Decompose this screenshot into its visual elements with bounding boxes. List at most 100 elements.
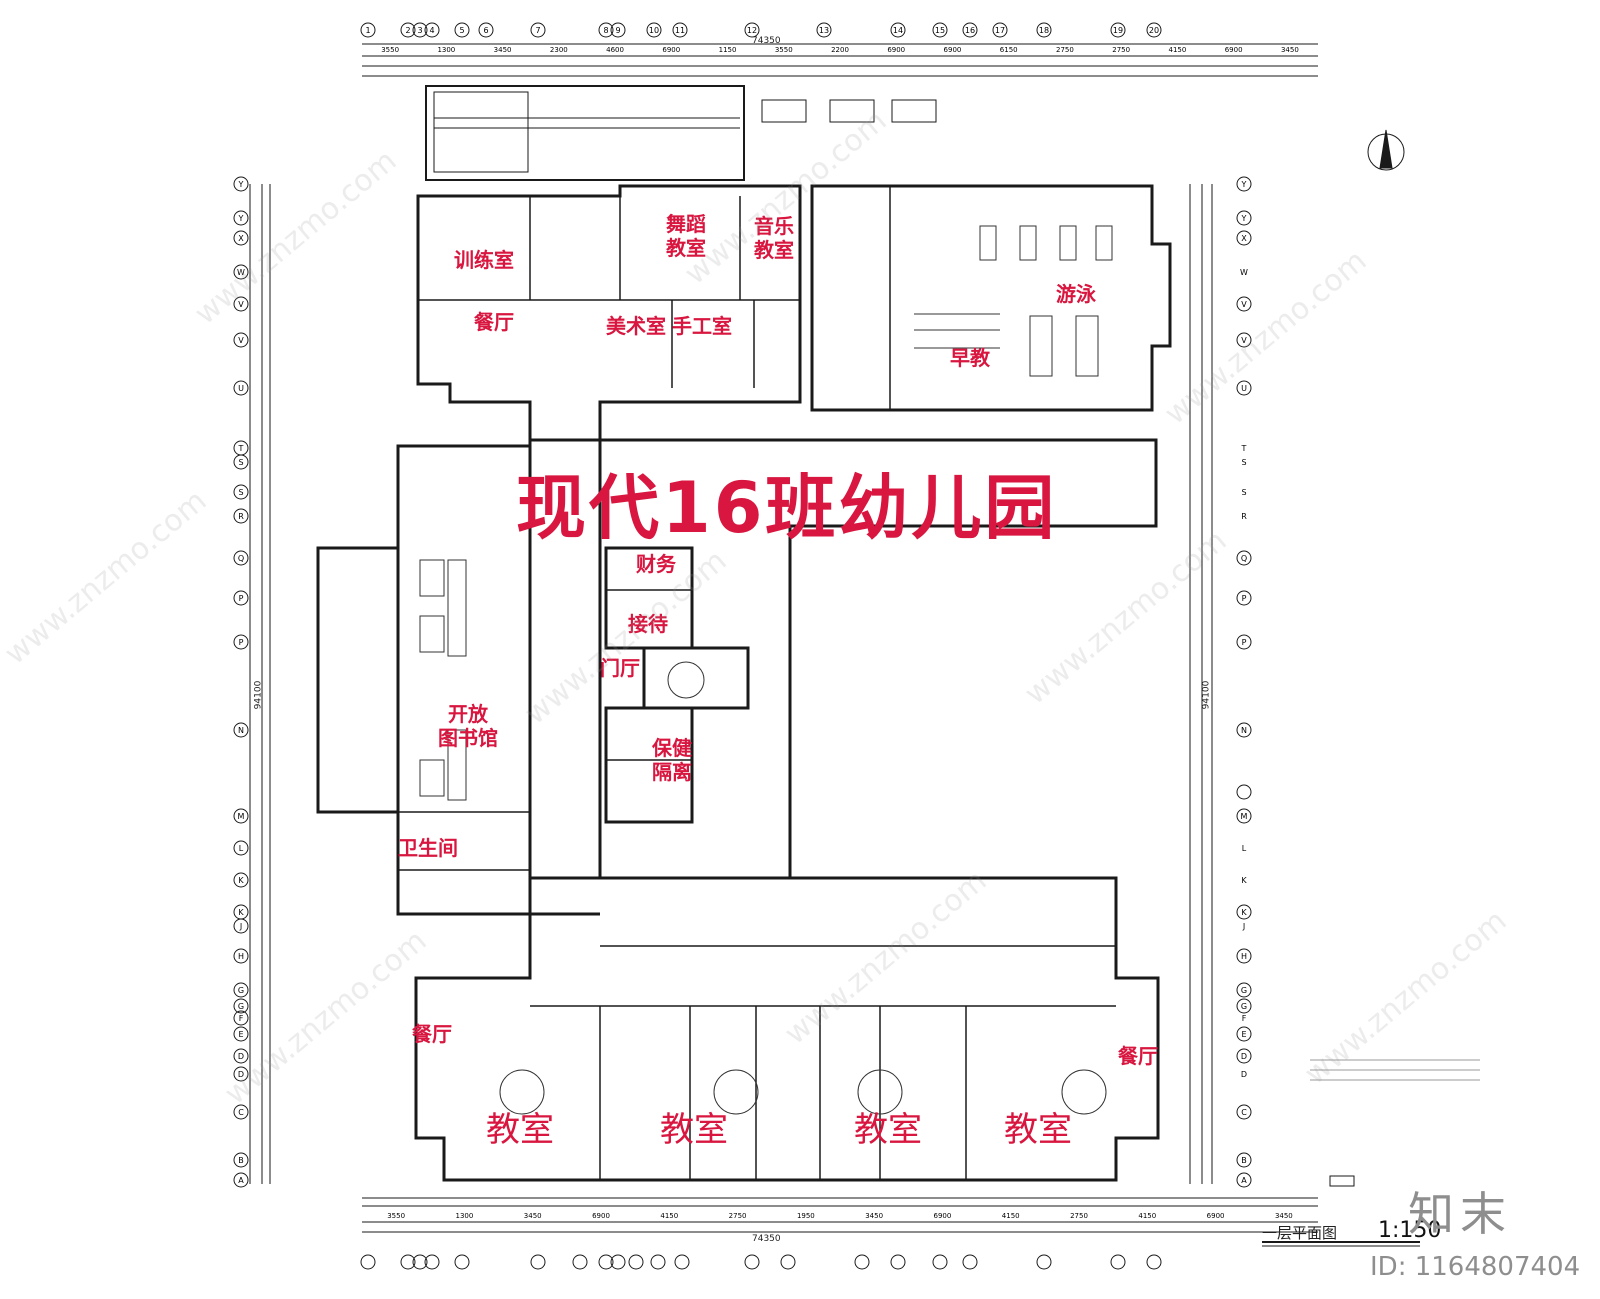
grid-row-label: S [238, 458, 243, 467]
grid-row-label: Y [1241, 214, 1247, 223]
watermark-logo: 知末 [1408, 1187, 1512, 1241]
dimension-label: 6900 [1225, 46, 1243, 54]
room-craft: 手工室 [672, 314, 732, 338]
room-classroom-3: 教室 [854, 1110, 922, 1150]
grid-col-label: 15 [935, 26, 945, 35]
dimension-label: 4150 [660, 1212, 678, 1220]
grid-row-label: K [1241, 908, 1247, 917]
grid-row-label: G [238, 1002, 244, 1011]
grid-col-label: 10 [649, 26, 659, 35]
grid-col-label: 3 [417, 26, 422, 35]
grid-row-label: D [238, 1070, 244, 1079]
dimension-label: 3550 [381, 46, 399, 54]
grid-col-label: 2 [405, 26, 410, 35]
room-music: 音乐 教室 [754, 214, 794, 262]
room-finance: 财务 [636, 552, 676, 576]
grid-row-label: D [1241, 1052, 1247, 1061]
grid-row-label: H [238, 952, 244, 961]
north-arrow-icon [1367, 129, 1405, 171]
grid-row-label: D [1241, 1070, 1247, 1079]
grid-row-label: V [1241, 300, 1247, 309]
grid-row-label: Y [238, 214, 244, 223]
dimension-label: 4150 [1168, 46, 1186, 54]
grid-col-label: 9 [615, 26, 620, 35]
drawing-title: 一层平面图 [1262, 1224, 1338, 1242]
grid-col-label: 16 [965, 26, 975, 35]
room-reception: 接待 [628, 612, 668, 636]
dimension-label: 1300 [456, 1212, 474, 1220]
grid-row-label: S [1241, 488, 1246, 497]
grid-row-label: V [238, 336, 244, 345]
grid-row-label: G [1241, 986, 1247, 995]
grid-row-label: U [1241, 384, 1247, 393]
grid-row-label: R [1241, 512, 1247, 521]
grid-row-label: U [238, 384, 244, 393]
grid-row-label: C [1241, 1108, 1247, 1117]
grid-row-label: N [1241, 726, 1247, 735]
grid-row-label: R [238, 512, 244, 521]
grid-row-label: T [238, 444, 244, 453]
grid-row-label: A [238, 1176, 244, 1185]
grid-row-label: M [238, 812, 245, 821]
dimension-label: 3450 [865, 1212, 883, 1220]
dimension-label: 3450 [524, 1212, 542, 1220]
grid-row-label: G [238, 986, 244, 995]
grid-row-label: V [1241, 336, 1247, 345]
grid-col-label: 14 [893, 26, 903, 35]
drawing-scale: 1:150 [1378, 1218, 1442, 1243]
grid-row-label: P [239, 638, 244, 647]
grid-row-label: A [1241, 1176, 1247, 1185]
room-dance: 舞蹈 教室 [666, 212, 706, 260]
grid-col-label: 4 [429, 26, 434, 35]
room-lobby: 门厅 [600, 656, 640, 680]
grid-col-label: 13 [819, 26, 829, 35]
grid-row-label: W [237, 268, 245, 277]
grid-row-label: Y [1241, 180, 1247, 189]
dimension-label: 6900 [934, 1212, 952, 1220]
grid-row-label: P [239, 594, 244, 603]
dimension-label: 6900 [887, 46, 905, 54]
grid-row-label: B [238, 1156, 244, 1165]
grid-col-label: 12 [747, 26, 757, 35]
grid-row-label: X [238, 234, 244, 243]
room-health: 保健 隔离 [652, 736, 692, 784]
dim-total-height-left: 94100 [253, 680, 264, 710]
dimension-label: 4150 [1002, 1212, 1020, 1220]
dimension-label: 2750 [1112, 46, 1130, 54]
grid-row-label: X [1241, 234, 1247, 243]
grid-row-label: Y [238, 180, 244, 189]
grid-row-label: W [1240, 268, 1248, 277]
grid-row-label: C [238, 1108, 244, 1117]
grid-row-label: K [1241, 876, 1247, 885]
dimension-label: 1950 [797, 1212, 815, 1220]
grid-row-label: E [1241, 1030, 1246, 1039]
grid-col-label: 18 [1039, 26, 1049, 35]
grid-row-label: L [239, 844, 244, 853]
grid-row-label: Q [1241, 554, 1247, 563]
dimension-label: 3450 [1275, 1212, 1293, 1220]
room-toilet: 卫生间 [398, 836, 458, 860]
dimension-label: 2200 [831, 46, 849, 54]
grid-row-label: K [238, 908, 244, 917]
room-dining-left: 餐厅 [412, 1022, 452, 1046]
dimension-label: 6900 [662, 46, 680, 54]
grid-row-label: N [238, 726, 244, 735]
grid-row-label: M [1241, 812, 1248, 821]
grid-col-label: 17 [995, 26, 1005, 35]
grid-col-label: 1 [365, 26, 370, 35]
dimension-label: 2750 [729, 1212, 747, 1220]
dimension-label: 6900 [592, 1212, 610, 1220]
watermark-id: ID: 1164807404 [1370, 1252, 1581, 1282]
dimension-label: 3450 [1281, 46, 1299, 54]
room-dining-right: 餐厅 [1118, 1044, 1158, 1068]
dim-total-width-bottom: 74350 [752, 1234, 781, 1244]
grid-row-label: J [1242, 922, 1245, 931]
room-library: 开放 图书馆 [438, 702, 498, 750]
grid-row-label: F [1242, 1014, 1247, 1023]
dimension-label: 6900 [944, 46, 962, 54]
dimension-label: 4600 [606, 46, 624, 54]
dimension-label: 2750 [1056, 46, 1074, 54]
main-title: 现代16班幼儿园 [516, 467, 1058, 549]
dimension-label: 1300 [437, 46, 455, 54]
grid-row-label: D [238, 1052, 244, 1061]
